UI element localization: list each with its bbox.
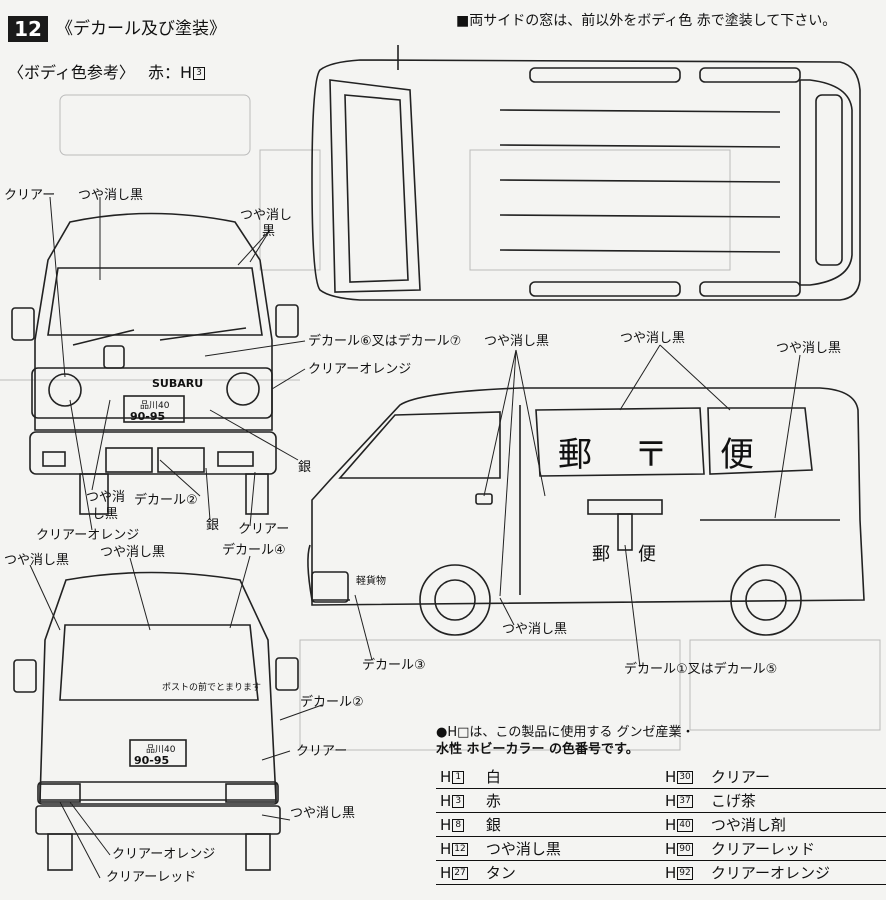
legend-name: 白 — [481, 765, 661, 789]
label-decal-6-7: デカール⑥叉はデカール⑦ — [308, 334, 462, 349]
body-color-value: 赤：H — [147, 63, 193, 82]
label-clear-1: クリアー — [4, 188, 56, 203]
label-clear-orange-1: クリアーオレンジ — [308, 362, 412, 377]
window-paint-note: ■両サイドの窓は、前以外をボディ色 赤で塗装して下さい。 — [456, 13, 837, 29]
legend-name: つや消し黒 — [481, 836, 661, 861]
label-silver-1: 銀 — [298, 460, 312, 475]
side-window-text-3: 便 — [720, 435, 754, 475]
background-parts-sketch — [0, 94, 881, 751]
legend-name: クリアー — [706, 765, 886, 789]
label-decal-2a: デカール② — [134, 493, 198, 508]
leader-lines — [29, 196, 801, 879]
side-window-text-2: 〒 — [634, 435, 668, 475]
top-view-drawing — [311, 45, 861, 301]
label-clear-orange-2: クリアーオレンジ — [36, 528, 140, 543]
label-matte-black-7: つや消し黒 — [4, 553, 70, 568]
cargo-sign-text: 軽貨物 — [356, 574, 386, 587]
label-matte-black-2a: つや消し — [240, 208, 293, 223]
label-matte-black-5: つや消し黒 — [776, 341, 842, 356]
legend-code: 3 — [452, 794, 465, 808]
legend-code: 27 — [452, 866, 468, 880]
side-body-text-1: 郵 — [592, 544, 610, 565]
label-matte-black-4: つや消し黒 — [620, 331, 686, 346]
legend-code: 12 — [452, 842, 468, 856]
legend-code: 40 — [677, 818, 693, 832]
legend-code: 1 — [452, 770, 465, 784]
label-decal-4: デカール④ — [222, 543, 286, 558]
side-window-text-1: 郵 — [558, 435, 592, 475]
front-view-drawing — [11, 212, 299, 515]
side-view-drawing — [307, 387, 865, 636]
legend-code: 30 — [677, 770, 693, 784]
rear-plate-region: 品川40 — [146, 744, 176, 755]
paint-legend-intro: ●H□は、この製品に使用する グンゼ産業・ 水性 ホビーカラー の色番号です。 — [436, 724, 756, 758]
body-color-code: 3 — [193, 67, 206, 80]
rear-plate-number: 90-95 — [134, 754, 169, 767]
section-title: 《デカール及び塗装》 — [56, 19, 226, 39]
rear-window-text: ポストの前でとまります — [162, 681, 261, 693]
legend-name: こげ茶 — [706, 788, 886, 813]
label-decal-1-5: デカール①叉はデカール⑤ — [624, 662, 778, 677]
label-decal-2b: デカール② — [300, 695, 364, 710]
label-decal-3: デカール③ — [362, 658, 426, 673]
label-matte-black-6a: つや消 — [86, 490, 126, 505]
legend-name: クリアーオレンジ — [706, 860, 886, 885]
step-number-badge: 12 — [8, 16, 48, 42]
label-matte-black-2b: 黒 — [262, 224, 276, 239]
front-plate-region: 品川40 — [140, 400, 170, 411]
label-clear-red: クリアーレッド — [106, 870, 197, 885]
paint-legend-intro-line-2: 水性 ホビーカラー の色番号です。 — [436, 742, 639, 757]
legend-code: 92 — [677, 866, 693, 880]
legend-code: 37 — [677, 794, 693, 808]
legend-code: 8 — [452, 818, 465, 832]
legend-name: 赤 — [481, 788, 661, 813]
label-matte-black-6b: し黒 — [92, 507, 119, 522]
front-brand-text: SUBARU — [152, 377, 203, 390]
label-matte-black-1: つや消し黒 — [78, 188, 144, 203]
label-silver-2: 銀 — [206, 518, 220, 533]
paint-legend-intro-line-1: ●H□は、この製品に使用する グンゼ産業・ — [436, 725, 695, 740]
legend-name: タン — [481, 860, 661, 885]
legend-code: 90 — [677, 842, 693, 856]
label-clear-3: クリアー — [296, 744, 348, 759]
legend-name: クリアーレッド — [706, 836, 886, 861]
label-clear-2: クリアー — [238, 522, 290, 537]
rear-view-drawing — [13, 571, 299, 871]
legend-name: つや消し剤 — [706, 812, 886, 837]
label-matte-black-8: つや消し黒 — [100, 545, 166, 560]
legend-name: 銀 — [481, 812, 661, 837]
side-body-text-2: 便 — [638, 544, 656, 565]
label-matte-black-9: つや消し黒 — [502, 622, 568, 637]
body-color-label: 〈ボディ色参考〉 — [8, 63, 135, 82]
label-matte-black-10: つや消し黒 — [290, 806, 356, 821]
front-plate-number: 90-95 — [130, 410, 165, 423]
label-matte-black-3: つや消し黒 — [484, 334, 550, 349]
label-clear-orange-3: クリアーオレンジ — [112, 847, 216, 862]
